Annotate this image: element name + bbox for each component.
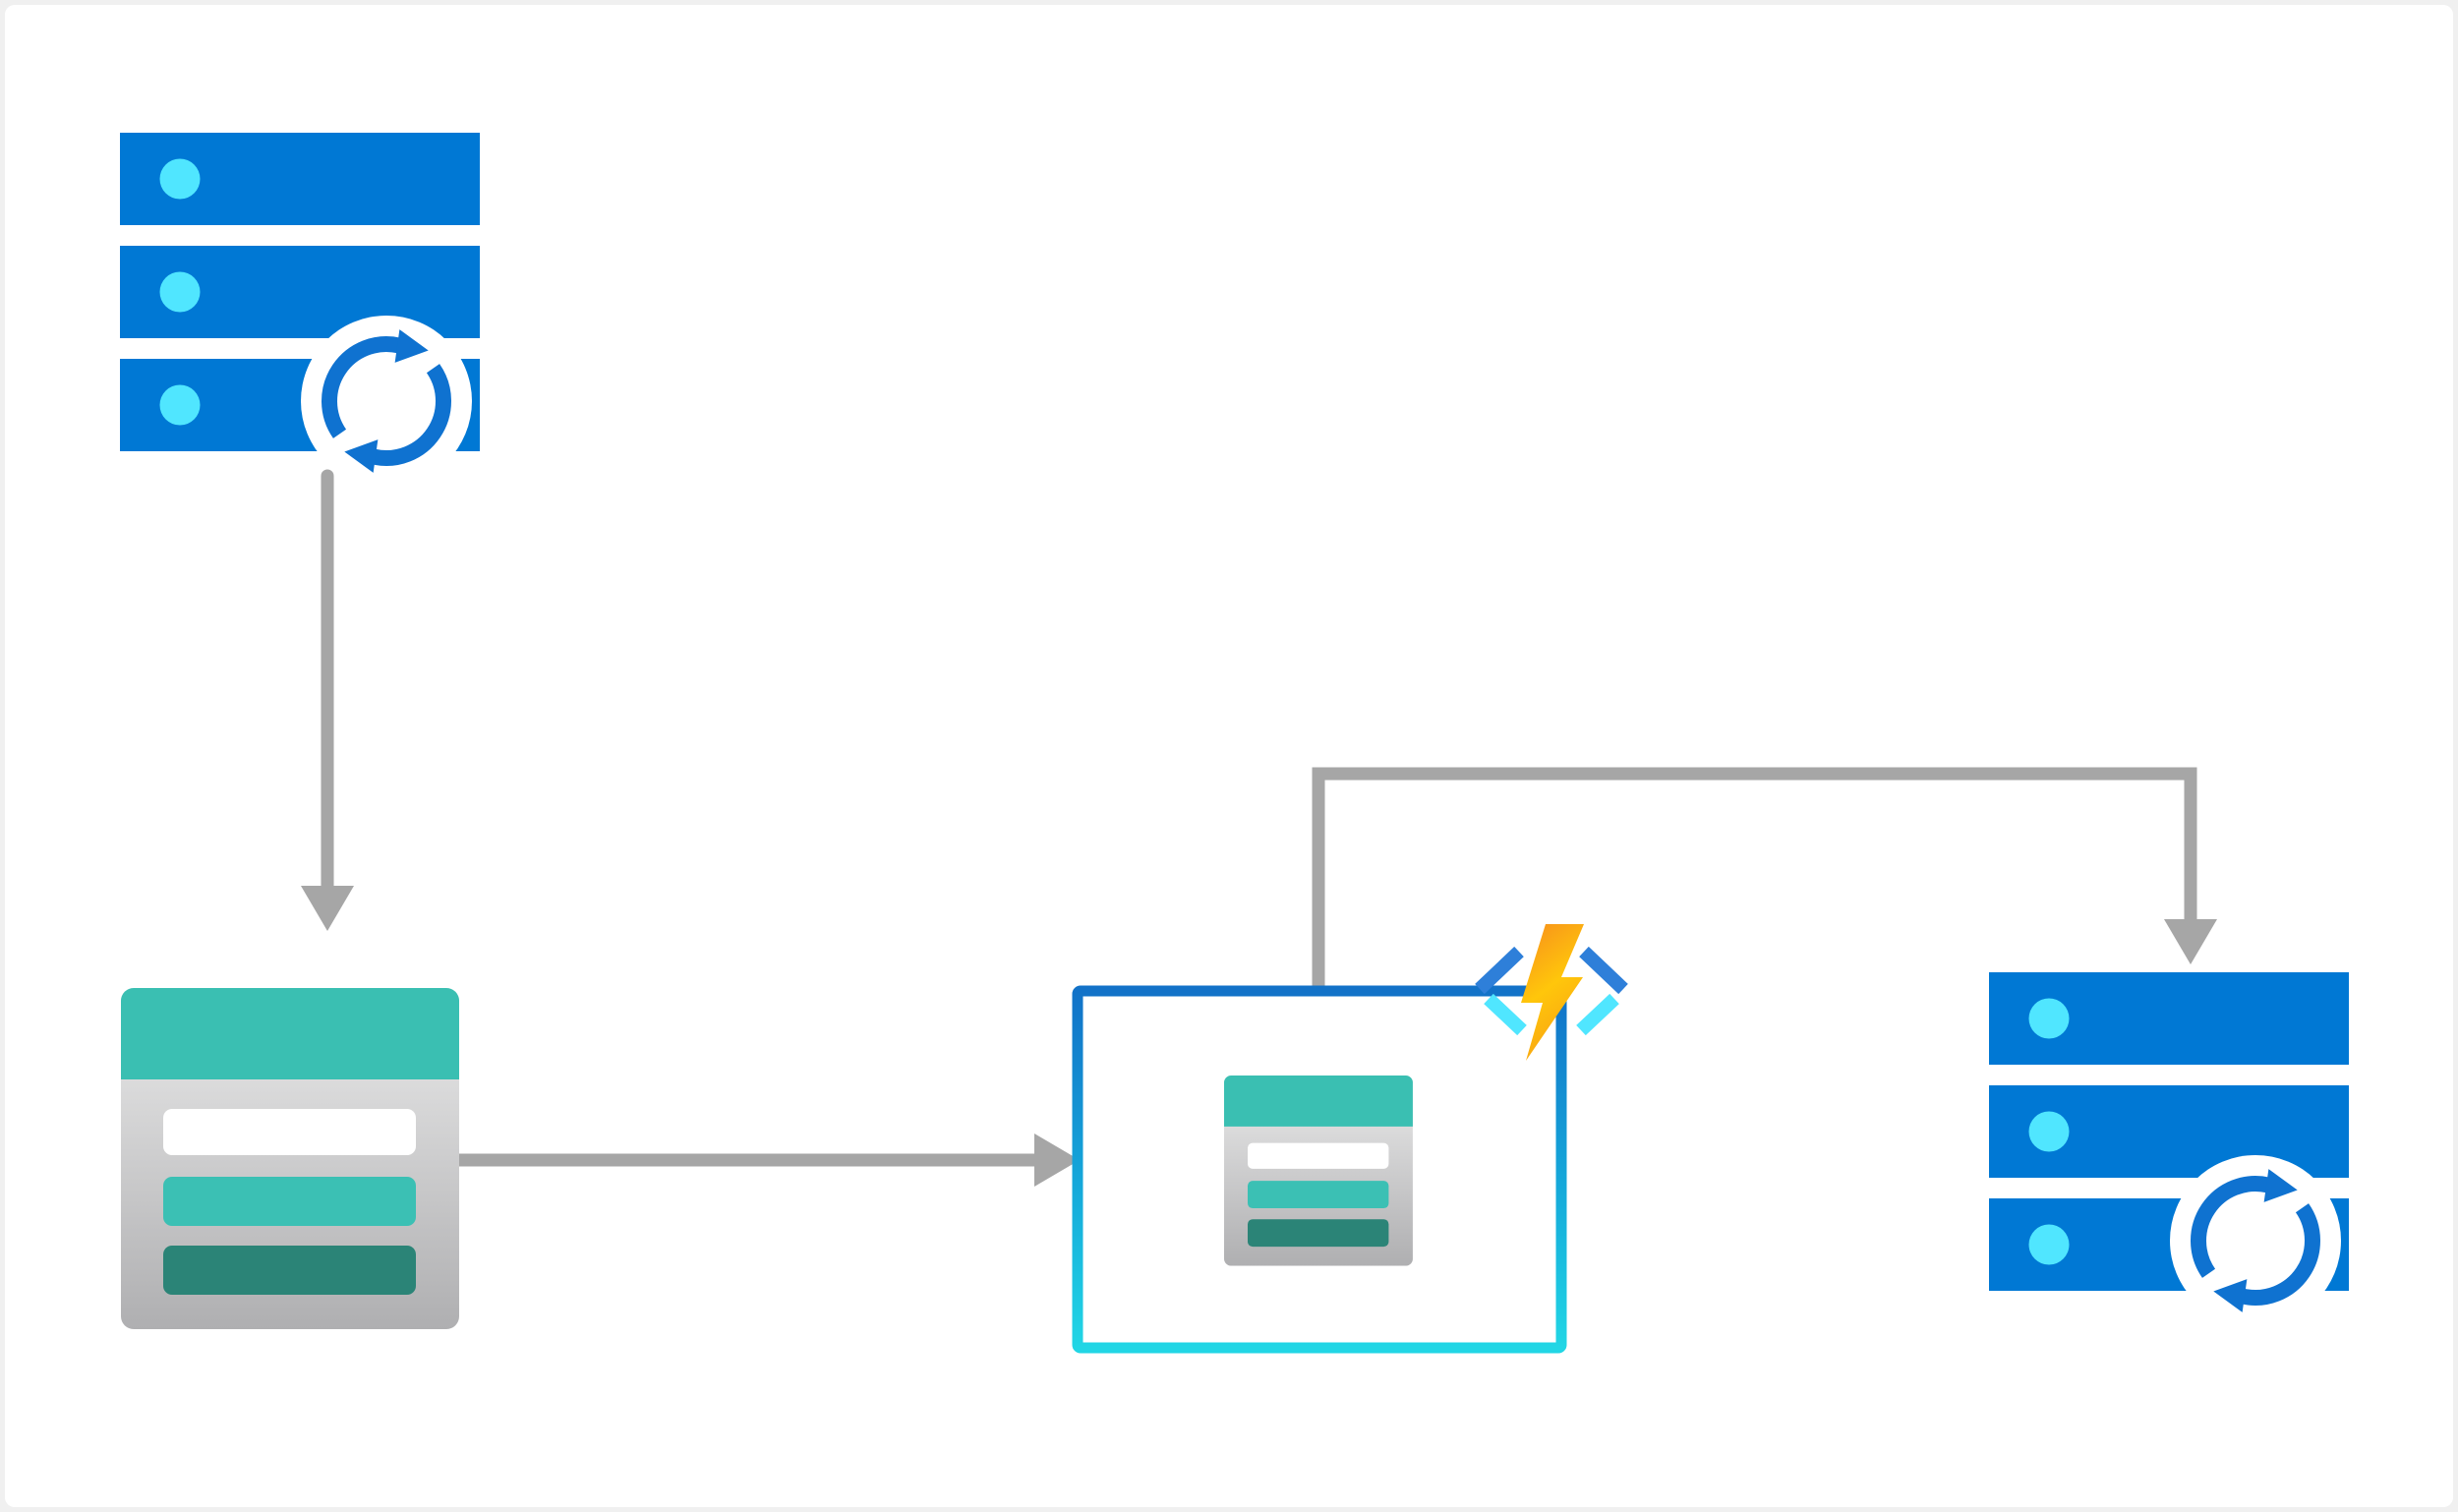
connector-function-to-target [1312,767,2217,992]
node-source-database [120,133,480,487]
functions-lightning-icon [1475,924,1628,1061]
table-storage-icon-small [1224,1076,1413,1266]
node-storage-table [121,988,459,1329]
lightning-bolt-icon [1521,924,1584,1061]
database-sync-icon [1989,972,2349,1326]
node-function-app [1072,924,1628,1354]
database-sync-icon [120,133,480,487]
node-target-database [1989,972,2349,1326]
connector-source-to-table [301,469,354,931]
background-panel [5,5,2453,1507]
table-storage-icon [121,988,459,1329]
connector-table-to-function [449,1134,1080,1187]
